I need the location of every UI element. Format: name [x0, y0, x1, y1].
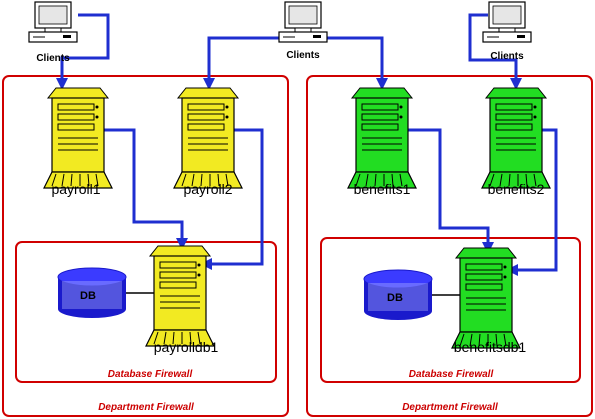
- database-firewall-benefits: [320, 237, 581, 383]
- server-icon-benefitsdb1: [451, 247, 521, 349]
- department-firewall-label-payroll: Department Firewall: [98, 402, 194, 413]
- client-computer-center: [278, 1, 328, 43]
- db-label-payroll: DB: [80, 290, 96, 302]
- server-icon-payrolldb1: [145, 245, 215, 347]
- clients-label-right: Clients: [490, 51, 524, 62]
- client-computer-left: [28, 1, 78, 43]
- server-icon-payroll2: [173, 87, 243, 189]
- server-icon-benefits1: [347, 87, 417, 189]
- server-icon-benefits2: [481, 87, 551, 189]
- database-firewall-payroll: [15, 241, 277, 383]
- server-label-benefitsdb1: benefitsdb1: [454, 339, 527, 355]
- server-label-payroll2: payroll2: [183, 181, 232, 197]
- database-firewall-label-benefits: Database Firewall: [409, 369, 494, 380]
- server-label-payroll1: payroll1: [51, 181, 100, 197]
- department-firewall-benefits: [306, 75, 593, 417]
- server-icon-payroll1: [43, 87, 113, 189]
- department-firewall-payroll: [2, 75, 289, 417]
- clients-label-left: Clients: [36, 53, 70, 64]
- db-label-benefits: DB: [387, 292, 403, 304]
- clients-label-center: Clients: [286, 50, 320, 61]
- server-label-benefits1: benefits1: [354, 181, 411, 197]
- client-computer-right: [482, 1, 532, 43]
- server-label-benefits2: benefits2: [488, 181, 545, 197]
- database-firewall-label-payroll: Database Firewall: [108, 369, 193, 380]
- server-label-payrolldb1: payrolldb1: [154, 339, 219, 355]
- department-firewall-label-benefits: Department Firewall: [402, 402, 498, 413]
